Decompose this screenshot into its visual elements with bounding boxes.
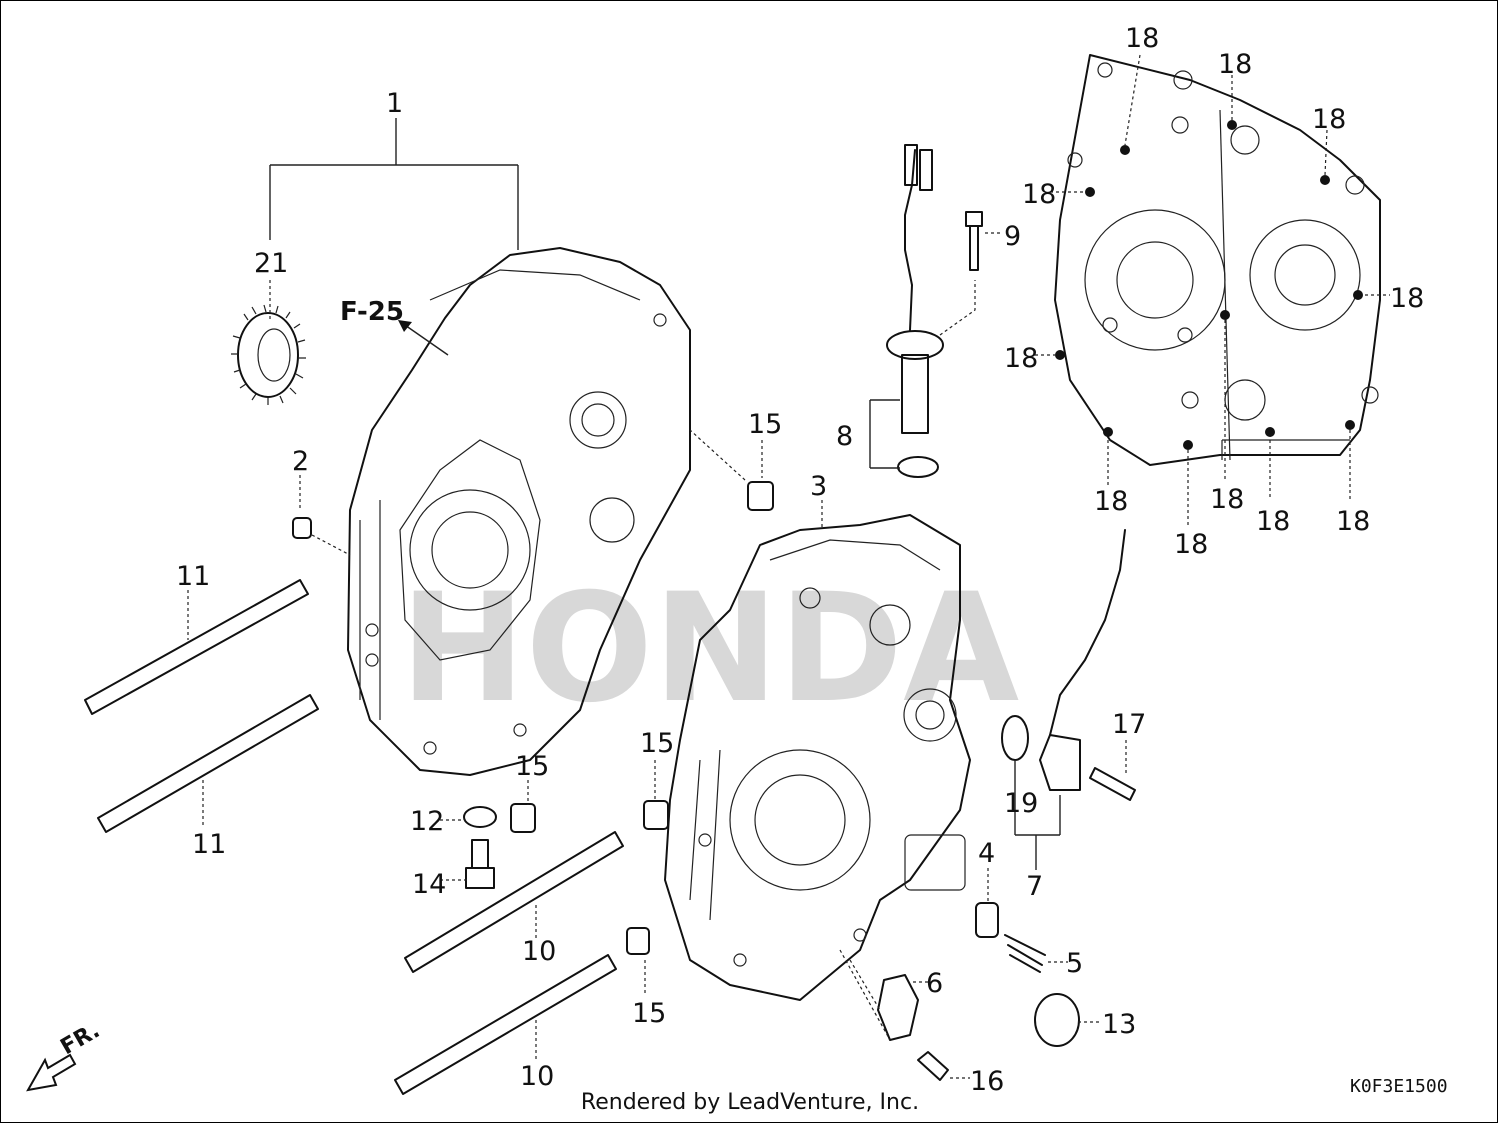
callout-18-e: 18 xyxy=(1390,283,1424,314)
right-crankcase xyxy=(664,514,971,1001)
callout-10-lower: 10 xyxy=(520,1061,554,1092)
callout-6: 6 xyxy=(926,968,943,999)
callout-10-upper: 10 xyxy=(522,936,556,967)
callouts: 1 2 3 4 5 6 7 8 9 10 10 11 11 12 13 14 1… xyxy=(176,23,1424,1097)
crankcase-gasket xyxy=(1054,54,1381,466)
callout-11-lower: 11 xyxy=(192,829,226,860)
front-arrow: FR. xyxy=(26,1018,105,1092)
callout-9: 9 xyxy=(1004,221,1021,252)
leader-lines xyxy=(187,54,1390,1079)
callout-15-a: 15 xyxy=(748,409,782,440)
reference-label: F-25 xyxy=(340,297,404,327)
callout-18-f: 18 xyxy=(1004,343,1038,374)
gear-part-21 xyxy=(231,304,306,405)
callout-18-h: 18 xyxy=(1174,529,1208,560)
callout-8: 8 xyxy=(836,421,853,452)
callout-21: 21 xyxy=(254,248,288,279)
callout-13: 13 xyxy=(1102,1009,1136,1040)
callout-5: 5 xyxy=(1066,948,1083,979)
footer-credit: Rendered by LeadVenture, Inc. xyxy=(580,1090,920,1115)
callout-4: 4 xyxy=(978,838,995,869)
callout-18-d: 18 xyxy=(1022,179,1056,210)
callout-18-j: 18 xyxy=(1256,506,1290,537)
bolt-part-9 xyxy=(965,211,983,271)
callout-16: 16 xyxy=(970,1066,1004,1097)
callout-18-b: 18 xyxy=(1218,49,1252,80)
callout-18-a: 18 xyxy=(1125,23,1159,54)
callout-15-d: 15 xyxy=(632,998,666,1029)
callout-18-k: 18 xyxy=(1336,506,1370,537)
callout-18-c: 18 xyxy=(1312,104,1346,135)
callout-3: 3 xyxy=(810,471,827,502)
front-label: FR. xyxy=(57,1018,105,1060)
callout-2: 2 xyxy=(292,446,309,477)
left-crankcase xyxy=(347,247,691,776)
callout-18-g: 18 xyxy=(1094,486,1128,517)
callout-14: 14 xyxy=(412,869,446,900)
callout-11-upper: 11 xyxy=(176,561,210,592)
callout-17: 17 xyxy=(1112,709,1146,740)
callout-12: 12 xyxy=(410,806,444,837)
callout-7: 7 xyxy=(1026,871,1043,902)
watermark-honda: HONDA xyxy=(400,562,1019,736)
drawing-code: K0F3E1500 xyxy=(1350,1076,1448,1097)
callout-19: 19 xyxy=(1004,788,1038,819)
reference-f-25: F-25 xyxy=(340,297,449,356)
callout-15-b: 15 xyxy=(640,728,674,759)
callout-1: 1 xyxy=(386,88,403,119)
stud-bolts xyxy=(84,579,624,1095)
sensor-part-8 xyxy=(886,144,976,478)
callout-15-c: 15 xyxy=(515,751,549,782)
callout-18-i: 18 xyxy=(1210,484,1244,515)
